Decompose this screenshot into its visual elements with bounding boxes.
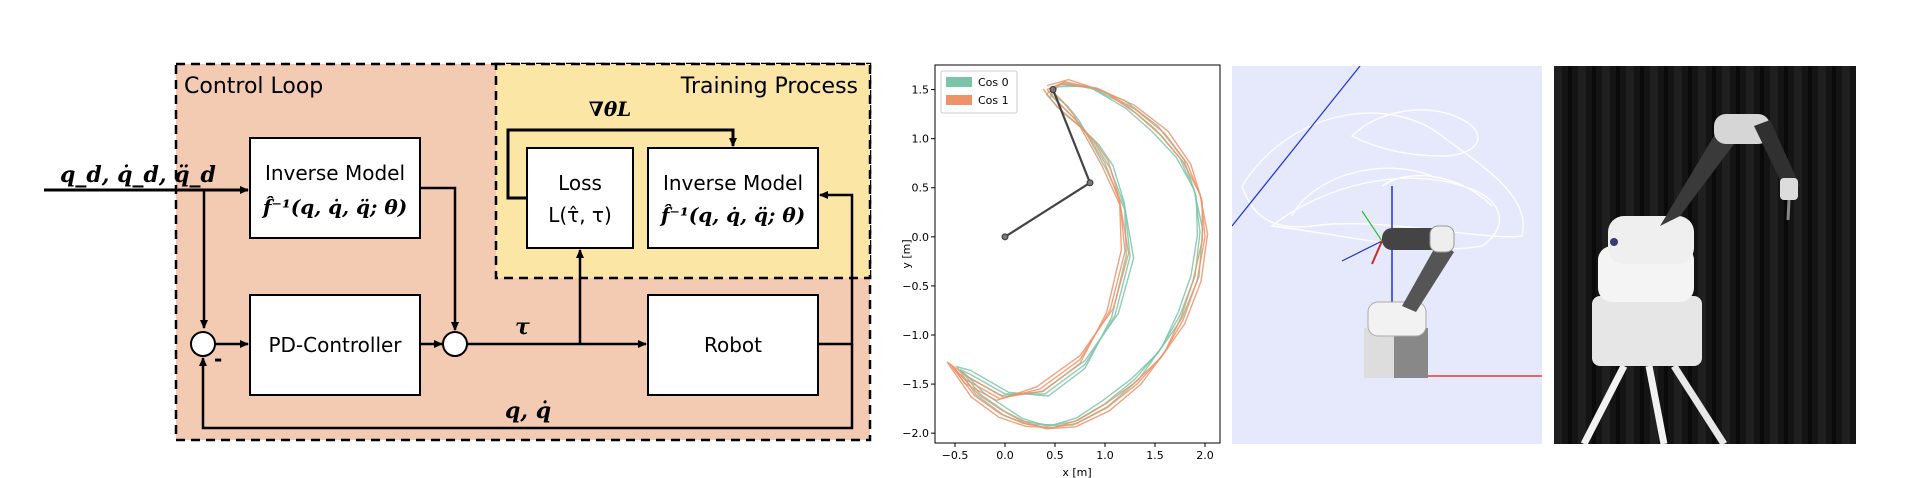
plot-frame: [934, 64, 1221, 444]
gradient-label: ∇θL: [589, 97, 631, 121]
pd-controller-box: [249, 294, 421, 396]
minus-sign: -: [214, 347, 222, 371]
legend-label-cos0: Cos 0: [978, 76, 1009, 89]
legend-label-cos1: Cos 1: [978, 94, 1009, 107]
inverse-model-box: [249, 137, 421, 239]
x-tick-label: 0.5: [1046, 449, 1064, 462]
y-tick-label: −1.0: [902, 329, 929, 342]
x-tick-label: 1.0: [1096, 449, 1114, 462]
arm-joint-0: [1001, 233, 1009, 241]
loss-label: Loss: [558, 171, 602, 195]
legend: Cos 0 Cos 1: [940, 70, 1018, 114]
summing-junction-1: [190, 331, 216, 357]
x-tick-label: 2.0: [1196, 449, 1214, 462]
legend-swatch-cos0: [946, 77, 972, 87]
training-inverse-model-box: [647, 147, 819, 249]
robot-label: Robot: [704, 333, 762, 357]
input-label: q_d, q̇_d, q̈_d: [60, 162, 216, 188]
loss-box: [526, 147, 634, 249]
arm-joint-2: [1049, 86, 1057, 94]
y-tick-label: 0.5: [912, 182, 930, 195]
legend-swatch-cos1: [946, 95, 972, 105]
feedback-label: q, q̇: [505, 398, 551, 424]
y-tick-label: −1.5: [902, 378, 929, 391]
training-inverse-model-label: Inverse Model: [663, 171, 803, 195]
x-tick-label: 0.0: [996, 449, 1014, 462]
pd-controller-label: PD-Controller: [268, 333, 402, 357]
series-line-1-2: [946, 78, 1209, 429]
y-tick-label: −0.5: [902, 280, 929, 293]
y-tick-label: 1.0: [912, 133, 930, 146]
inverse-model-label: Inverse Model: [265, 161, 405, 185]
arm-joint-1: [1086, 179, 1094, 187]
x-tick-label: 1.5: [1146, 449, 1164, 462]
trajectory-chart: −0.5 0.0 0.5 1.0 1.5 2.0 −2.0 −1.5 −1.0 −0.5 0.0 0.…: [900, 64, 1221, 478]
training-process-title: Training Process: [680, 74, 858, 99]
y-tick-label: −2.0: [902, 427, 929, 440]
loss-formula: L(τ̂, τ): [548, 203, 612, 227]
y-tick-label: 0.0: [912, 231, 930, 244]
y-axis-label: y [m]: [900, 239, 913, 268]
control-diagram: Control Loop Training Process q_d, q̇_d,…: [44, 62, 872, 442]
summing-junction-2: [442, 331, 468, 357]
control-loop-title: Control Loop: [184, 74, 323, 99]
robot-photo: [1554, 66, 1856, 444]
tau-label: τ: [515, 314, 530, 340]
training-inverse-model-formula: f̂⁻¹(q, q̇, q̈; θ): [659, 203, 805, 227]
y-tick-label: 1.5: [912, 84, 930, 97]
x-axis-label: x [m]: [1062, 466, 1091, 478]
robot-render: [1232, 66, 1542, 444]
x-tick-label: −0.5: [942, 449, 969, 462]
inverse-model-formula: f̂⁻¹(q, q̇, q̈; θ): [261, 195, 407, 219]
